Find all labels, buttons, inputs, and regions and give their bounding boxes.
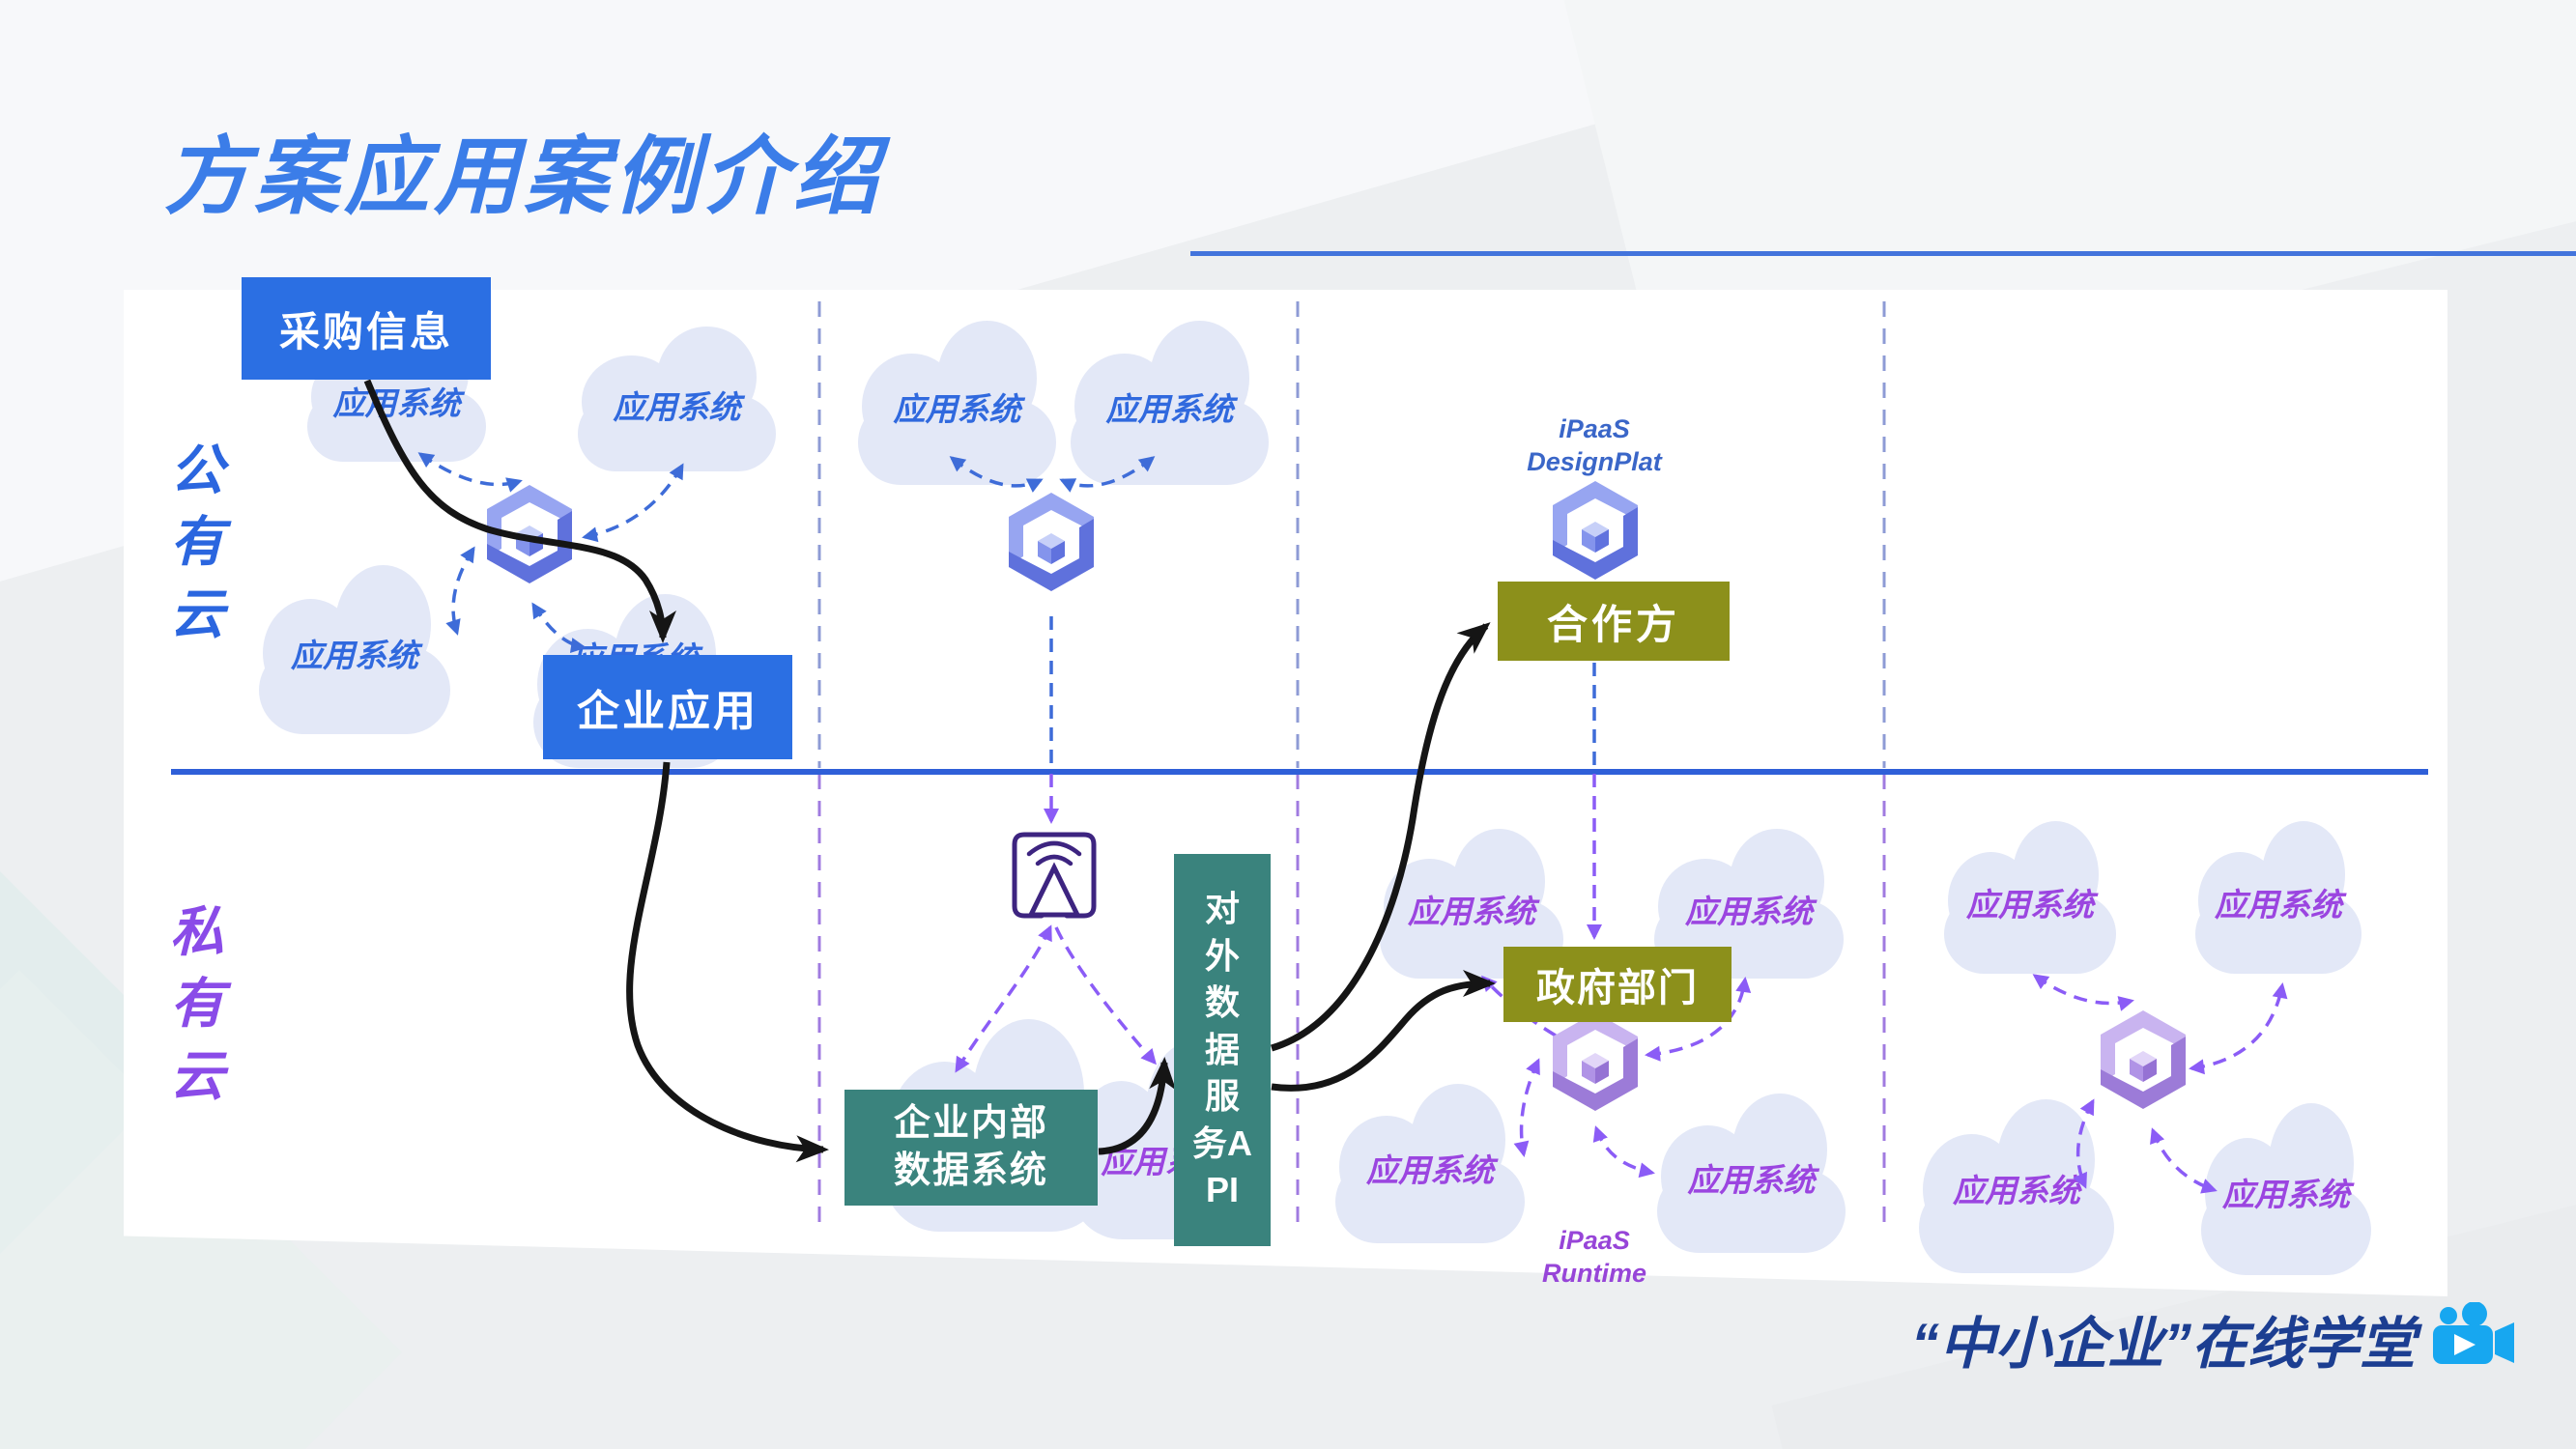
cloud-app-system: 应用系统 — [259, 565, 450, 734]
cloud-app-system: 应用系统 — [2195, 821, 2361, 974]
cloud-app-system: 应用系统 — [858, 321, 1056, 485]
cloud-app-system: 应用系统 — [2201, 1103, 2371, 1275]
internal-data-system-box: 企业内部 数据系统 — [844, 1090, 1098, 1206]
enterprise-app-box: 企业应用 — [543, 655, 792, 759]
cloud-app-system: 应用系统 — [1919, 1099, 2114, 1273]
partner-box: 合作方 — [1498, 582, 1730, 661]
page-title: 方案应用案例介绍 — [164, 128, 884, 224]
cloud-app-system: 应用系统 — [1944, 821, 2116, 974]
procurement-info-box: 采购信息 — [242, 277, 491, 380]
external-data-api-box: 对外数据服务API — [1174, 854, 1271, 1246]
cloud-app-system: 应用系统 — [578, 327, 776, 471]
zone-label-public-cloud: 公有云 — [170, 440, 224, 644]
zone-label-private-cloud: 私有云 — [170, 901, 224, 1106]
ipaas-designplat-label: iPaaS DesignPlat — [1527, 414, 1662, 476]
footer-brand: “中小企业”在线学堂 — [1910, 1313, 2416, 1376]
cloud-app-system: 应用系统 — [1071, 321, 1269, 485]
video-camera-icon — [2433, 1302, 2514, 1364]
cloud-app-system: 应用系统 — [1657, 1094, 1846, 1253]
government-box: 政府部门 — [1503, 947, 1732, 1022]
ipaas-runtime-label: iPaaS Runtime — [1542, 1226, 1646, 1288]
title-underline — [1190, 251, 2576, 256]
cloud-app-system: 应用系统 — [1335, 1084, 1525, 1243]
cloud-app-system: 应用系统 — [1654, 829, 1844, 979]
